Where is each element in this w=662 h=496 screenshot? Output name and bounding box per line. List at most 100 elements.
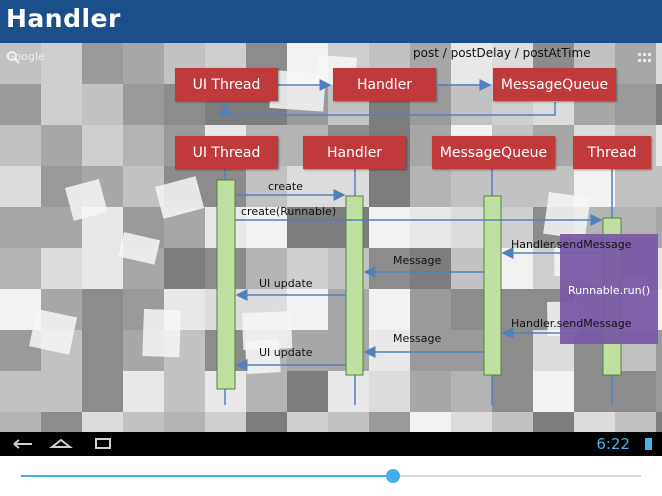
apps-grid-icon[interactable] — [638, 53, 652, 63]
background-tile — [123, 125, 164, 166]
background-tile — [410, 412, 451, 432]
google-search[interactable]: Google — [6, 50, 45, 64]
background-tile — [287, 412, 328, 432]
background-tile — [41, 43, 82, 84]
recent-apps-icon[interactable] — [95, 438, 111, 449]
background-tile — [82, 43, 123, 84]
background-card — [269, 70, 326, 112]
create-runnable-label: create(Runnable) — [241, 205, 337, 218]
background-tile — [123, 412, 164, 432]
activation-handler — [345, 195, 364, 376]
nav-buttons — [13, 438, 111, 449]
background-card — [29, 309, 78, 355]
clock-time: 6:22 — [596, 435, 630, 453]
top-handler-box: Handler — [333, 68, 436, 101]
background-tile — [246, 166, 287, 207]
background-tile — [410, 330, 451, 371]
background-card — [543, 192, 591, 240]
background-tile — [410, 207, 451, 248]
background-tile — [246, 207, 287, 248]
background-tile — [287, 371, 328, 412]
background-tile — [451, 371, 492, 412]
background-tile — [574, 412, 615, 432]
background-tile — [369, 248, 410, 289]
background-tile — [123, 84, 164, 125]
background-card — [155, 176, 205, 219]
back-icon[interactable] — [13, 439, 32, 449]
background-card — [142, 308, 181, 358]
background-tile — [123, 43, 164, 84]
message-arrows — [235, 189, 603, 371]
background-tile — [0, 248, 41, 289]
diagram-canvas — [0, 43, 662, 432]
background-tile — [410, 248, 451, 289]
background-tile — [369, 166, 410, 207]
background-card — [65, 178, 108, 221]
lifeline-handler-box: Handler — [303, 136, 406, 169]
top-messagequeue-box: MessageQueue — [493, 68, 616, 101]
background-tile — [0, 207, 41, 248]
diagram-screen: Google post / postDelay / postAtTime UI … — [0, 43, 662, 432]
background-tile — [287, 207, 328, 248]
seek-thumb[interactable] — [386, 469, 400, 483]
background-tile — [492, 371, 533, 412]
lifeline-messagequeue-box: MessageQueue — [432, 136, 555, 169]
background-card — [118, 232, 161, 265]
background-tile — [82, 84, 123, 125]
background-tile — [656, 248, 662, 289]
background-tile — [205, 412, 246, 432]
background-tile — [615, 84, 656, 125]
background-tile — [656, 412, 662, 432]
home-icon[interactable] — [49, 438, 73, 448]
ui-update-label-2: UI update — [259, 346, 313, 359]
send-message-label-2: Handler.sendMessage — [511, 317, 632, 330]
background-tile — [656, 207, 662, 248]
background-tile — [369, 207, 410, 248]
media-seekbar[interactable] — [0, 456, 662, 496]
background-tile — [656, 84, 662, 125]
lifeline-thread-box: Thread — [573, 136, 651, 169]
background-tile — [164, 248, 205, 289]
background-tile — [533, 371, 574, 412]
background-tile — [656, 289, 662, 330]
background-tile — [82, 248, 123, 289]
background-tile — [369, 371, 410, 412]
background-tile — [41, 84, 82, 125]
title-bar: Handler — [0, 0, 662, 43]
background-tile — [451, 43, 492, 84]
activation-messagequeue — [483, 195, 502, 376]
background-tile — [656, 166, 662, 207]
runnable-run-label: Runnable.run() — [568, 284, 651, 297]
background-tile — [41, 248, 82, 289]
background-tile — [82, 412, 123, 432]
background-tile — [0, 43, 41, 84]
flow-arrows — [219, 79, 556, 116]
background-tile — [369, 289, 410, 330]
top-ui-thread-box: UI Thread — [175, 68, 278, 101]
background-tile — [164, 371, 205, 412]
background-tile — [246, 248, 287, 289]
message-label-2: Message — [393, 332, 442, 345]
background-tile — [287, 248, 328, 289]
arrow-queue-loop — [219, 102, 556, 116]
background-tile — [410, 289, 451, 330]
background-tile — [369, 412, 410, 432]
background-tile — [82, 125, 123, 166]
background-tile — [0, 371, 41, 412]
battery-icon — [645, 438, 652, 450]
send-message-label-1: Handler.sendMessage — [511, 238, 632, 251]
background-tile — [287, 166, 328, 207]
background-tile — [82, 371, 123, 412]
background-tile — [41, 125, 82, 166]
background-card — [242, 311, 293, 350]
background-tile — [369, 330, 410, 371]
background-tile — [410, 371, 451, 412]
checkered-background — [0, 43, 662, 432]
app-title: Handler — [6, 4, 121, 33]
background-tile — [451, 412, 492, 432]
background-tile — [164, 412, 205, 432]
background-tile — [451, 84, 492, 125]
create-label: create — [268, 180, 303, 193]
background-tile — [656, 43, 662, 84]
post-methods-label: post / postDelay / postAtTime — [413, 46, 591, 60]
